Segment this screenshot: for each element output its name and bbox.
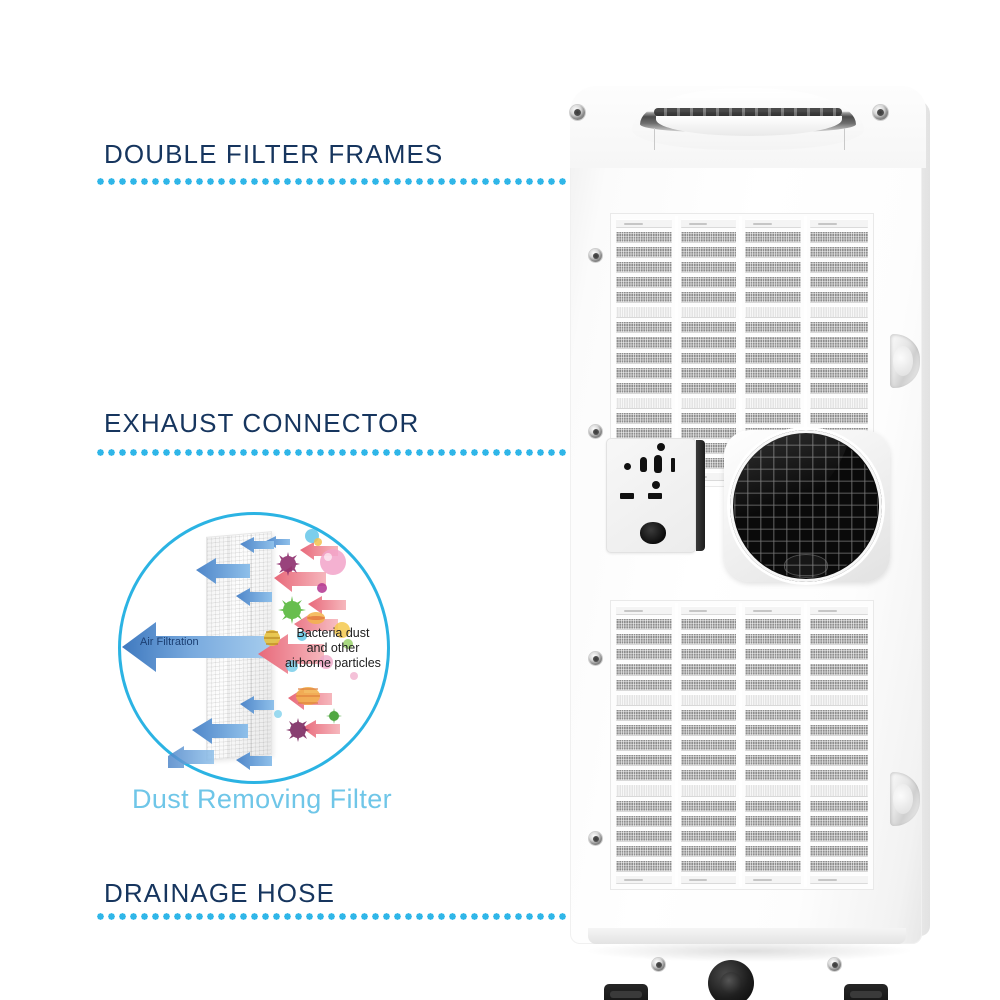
portable-air-conditioner	[548, 72, 946, 1000]
dust-removing-filter-diagram: Air Filtration	[118, 512, 404, 814]
drainage-cap[interactable]	[705, 957, 757, 1000]
handle-tick-right	[844, 128, 845, 150]
socket-indicator	[657, 443, 665, 451]
caster-right	[844, 984, 888, 1000]
callout-drainage-hose: DRAINAGE HOSE	[104, 878, 335, 909]
lower-grille-screw-top	[589, 652, 602, 665]
callout-double-filter-frames: DOUBLE FILTER FRAMES	[104, 139, 443, 170]
caster-left	[604, 984, 648, 1000]
lower-filter-grille[interactable]	[610, 600, 874, 890]
upper-grille-screw-top	[589, 249, 602, 262]
leader-line-drainage-hose	[95, 912, 711, 921]
particles-label-line-2: and other	[306, 640, 360, 655]
socket-slot-left	[620, 493, 634, 499]
air-filtration-main-arrow	[122, 622, 278, 672]
base-lip	[588, 928, 906, 944]
handle-tick-left	[654, 128, 655, 150]
exhaust-release-tab[interactable]	[784, 554, 828, 576]
leader-line-double-filter-frames	[95, 177, 717, 186]
handle-vent-slots	[654, 108, 842, 116]
callout-label-double-filter-frames: DOUBLE FILTER FRAMES	[104, 139, 444, 169]
grille-column	[742, 603, 807, 887]
grille-column	[678, 216, 742, 484]
socket-hole-d	[671, 458, 675, 472]
filter-diagram-caption: Dust Removing Filter	[131, 784, 393, 814]
top-screw-left	[570, 105, 585, 120]
base-screw-right	[828, 958, 841, 971]
socket-hole-c	[654, 455, 662, 473]
handle-lower-lip	[656, 116, 842, 136]
base-screw-left	[652, 958, 665, 971]
particles-label: Bacteria dust and other airborne particl…	[268, 626, 398, 670]
socket-hole-e	[652, 481, 660, 489]
callout-exhaust-connector: EXHAUST CONNECTOR	[104, 408, 419, 439]
airborne-particles	[264, 529, 358, 742]
grille-column	[807, 603, 872, 887]
grille-column	[613, 603, 678, 887]
socket-hole-b	[640, 457, 647, 472]
socket-hole-a	[624, 463, 631, 470]
air-filtration-arrows	[168, 536, 290, 770]
top-screw-right	[873, 105, 888, 120]
unit-ground-shadow	[584, 940, 914, 962]
particles-label-line-1: Bacteria dust	[296, 626, 370, 640]
upper-grille-screw-bottom	[589, 425, 602, 438]
panel-drain-port	[640, 522, 666, 544]
exhaust-grille-mesh	[734, 434, 878, 578]
grille-column	[678, 603, 742, 887]
callout-label-exhaust-connector: EXHAUST CONNECTOR	[104, 408, 420, 438]
lower-grille-screw-bottom	[589, 832, 602, 845]
power-socket-panel[interactable]	[606, 438, 705, 553]
callout-label-drainage-hose: DRAINAGE HOSE	[104, 878, 336, 908]
air-filtration-label: Air Filtration	[140, 636, 199, 648]
exhaust-port[interactable]	[730, 430, 882, 582]
leader-line-exhaust-connector	[95, 448, 781, 457]
socket-slot-right	[648, 493, 662, 499]
particles-label-line-3: airborne particles	[285, 655, 381, 670]
grille-column	[613, 216, 678, 484]
